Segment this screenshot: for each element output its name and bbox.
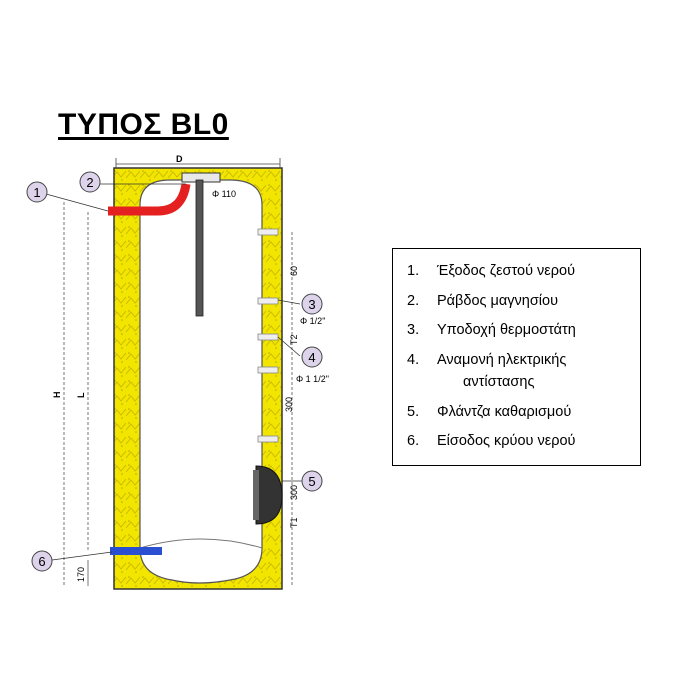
legend-list: 1. Έξοδος ζεστού νερού 2. Ράβδος μαγνησί… xyxy=(393,249,640,457)
socket-2 xyxy=(257,297,279,305)
legend-item-4-continuation: αντίστασης xyxy=(407,368,640,398)
leader-6 xyxy=(51,551,113,561)
dim-d-label: D xyxy=(176,154,183,164)
inner-tank xyxy=(139,179,263,584)
diagram-title: ΤΥΠΟΣ BL0 xyxy=(58,108,229,141)
magnesium-anode-rod xyxy=(195,179,204,317)
callout-2-label: 2 xyxy=(86,175,93,190)
callout-3-label: 3 xyxy=(308,297,315,312)
callout-1: 1 xyxy=(26,181,48,203)
legend-item-5-text: Φλάντζα καθαρισμού xyxy=(437,403,572,420)
tank-bottom-curve xyxy=(139,538,263,549)
dim-phi-half-label: Φ 1/2" xyxy=(300,316,325,326)
socket-4 xyxy=(257,366,279,374)
legend-item-1-num: 1. xyxy=(407,263,420,279)
legend-item-3-num: 3. xyxy=(407,322,420,338)
callout-5: 5 xyxy=(301,470,323,492)
dim-phi110-label: Φ 110 xyxy=(212,189,236,199)
leader-3 xyxy=(277,299,301,305)
socket-1 xyxy=(257,228,279,236)
callout-1-label: 1 xyxy=(33,185,40,200)
callout-3: 3 xyxy=(301,293,323,315)
leader-4 xyxy=(277,336,301,357)
legend-item-4-text: Αναμονή ηλεκτρικής xyxy=(437,351,567,368)
callout-6: 6 xyxy=(31,550,53,572)
legend-item-3-text: Υποδοχή θερμοστάτη xyxy=(437,322,576,338)
legend-item-1-text: Έξοδος ζεστού νερού xyxy=(437,263,575,279)
socket-5 xyxy=(257,435,279,443)
cleaning-flange-ring xyxy=(253,470,259,520)
dim-300-top-label: 300 xyxy=(284,397,294,412)
dim-t1-label: T1 xyxy=(289,517,299,528)
legend-item-1: 1. Έξοδος ζεστού νερού xyxy=(407,257,640,287)
legend-item-6: 6. Είσοδος κρύου νερού xyxy=(407,427,640,457)
legend-item-2-text: Ράβδος μαγνησίου xyxy=(437,292,559,309)
cleaning-flange xyxy=(255,465,283,525)
legend-item-2: 2. Ράβδος μαγνησίου xyxy=(407,287,640,317)
dim-l-label: L xyxy=(76,392,86,398)
legend-item-5: 5. Φλάντζα καθαρισμού xyxy=(407,398,640,428)
callout-2: 2 xyxy=(79,171,101,193)
dim-170-label: 170 xyxy=(76,567,86,582)
hot-water-pipe xyxy=(108,183,191,216)
callout-6-label: 6 xyxy=(38,554,45,569)
legend-item-3: 3. Υποδοχή θερμοστάτη xyxy=(407,316,640,346)
leader-1 xyxy=(45,193,109,212)
legend-box: 1. Έξοδος ζεστού νερού 2. Ράβδος μαγνησί… xyxy=(392,248,641,466)
dim-300-bottom-label: 300 xyxy=(289,485,299,500)
dim-60-label: 60 xyxy=(289,266,299,276)
callout-4-label: 4 xyxy=(308,350,315,365)
legend-item-4-num: 4. xyxy=(407,351,420,368)
legend-item-4-cont-text: αντίστασης xyxy=(463,374,535,390)
legend-item-5-num: 5. xyxy=(407,403,420,420)
dim-phi-one-half-label: Φ 1 1/2" xyxy=(296,374,329,384)
legend-item-4: 4. Αναμονή ηλεκτρικής xyxy=(407,346,640,376)
legend-item-6-num: 6. xyxy=(407,433,420,449)
cold-water-pipe xyxy=(110,547,162,555)
legend-item-6-text: Είσοδος κρύου νερού xyxy=(437,433,576,449)
dim-h-label: H xyxy=(52,392,62,399)
callout-4: 4 xyxy=(301,346,323,368)
callout-5-label: 5 xyxy=(308,474,315,489)
socket-3 xyxy=(257,333,279,341)
dim-t2-label: T2 xyxy=(289,334,299,345)
legend-item-2-num: 2. xyxy=(407,292,420,309)
